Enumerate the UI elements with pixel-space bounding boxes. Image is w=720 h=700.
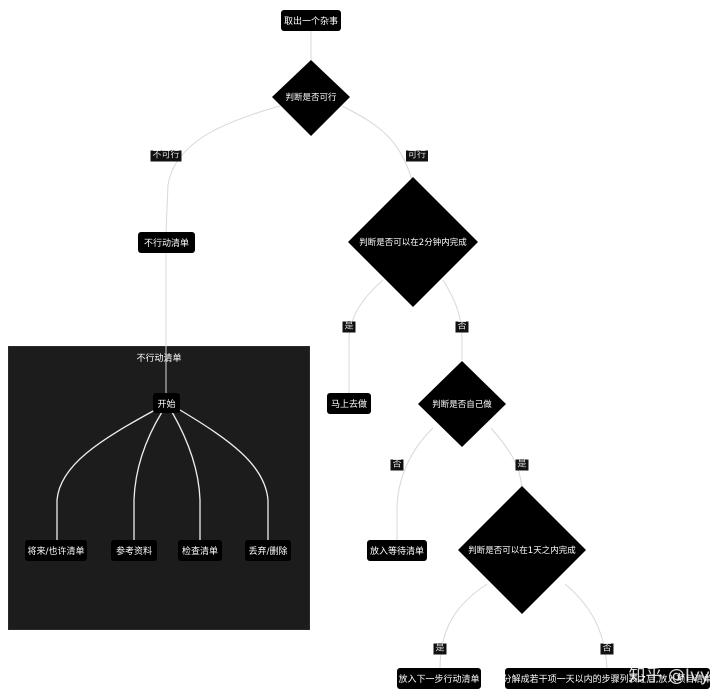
edge-label-not-feasible: 不可行 — [150, 150, 182, 162]
edge-feasible-to-not-actionable — [165, 105, 281, 234]
edge-one-day-to-next-action — [439, 583, 488, 669]
edge-two-min-to-do-now — [348, 279, 384, 394]
decision-self-shape — [418, 361, 506, 447]
cluster-node-someday-maybe: 将来/也许清单 — [25, 540, 87, 561]
decision-two-min-label: 判断是否可以在2分钟内完成 — [359, 238, 467, 248]
edge-two-min-to-self — [442, 279, 463, 360]
edge-label-two-min-yes: 是 — [342, 321, 356, 333]
edge-label-self-yes: 是 — [515, 459, 529, 471]
cluster-node-reference: 参考资料 — [111, 540, 157, 561]
edge-cluster-start-to-item-2 — [133, 411, 163, 540]
decision-one-day-shape — [458, 486, 586, 614]
decision-one-day-label: 判断是否可以在1天之内完成 — [468, 546, 576, 556]
decision-self-label: 判断是否自己做 — [432, 400, 492, 410]
cluster-node-start: 开始 — [153, 393, 180, 413]
edge-cluster-start-to-item-1 — [56, 409, 156, 540]
cluster-node-checklist: 检查清单 — [178, 540, 222, 561]
edge-feasible-to-two-min — [341, 105, 413, 181]
edge-label-one-day-yes: 是 — [433, 643, 447, 655]
node-next-action-list: 放入下一步行动清单 — [397, 668, 481, 689]
node-start: 取出一个杂事 — [281, 10, 341, 31]
edge-self-to-waiting — [396, 427, 434, 540]
edge-cluster-start-to-item-3 — [171, 411, 201, 540]
cluster-title: 不行动清单 — [136, 354, 182, 364]
edge-self-to-one-day — [490, 427, 523, 489]
node-project-list: 分解成若干项一天以内的步骤列表之后,放入项目清单 — [503, 668, 712, 689]
edge-cluster-start-to-item-4 — [179, 409, 269, 540]
decision-feasible-shape — [272, 60, 350, 136]
decision-feasible-label: 判断是否可行 — [285, 93, 337, 103]
edge-label-self-no: 否 — [390, 459, 404, 471]
edge-label-two-min-no: 否 — [455, 321, 469, 333]
decision-two-min-shape — [348, 177, 478, 307]
edge-label-one-day-no: 否 — [600, 643, 614, 655]
edge-one-day-to-project — [564, 583, 608, 669]
node-do-now: 马上去做 — [327, 393, 371, 414]
node-not-actionable-list: 不行动清单 — [138, 232, 195, 253]
edge-label-feasible: 可行 — [405, 150, 429, 162]
node-waiting-list: 放入等待清单 — [367, 540, 427, 561]
watermark-text: 知乎 @Ivy — [628, 666, 710, 686]
cluster-node-discard: 丢弃/删除 — [245, 540, 291, 561]
